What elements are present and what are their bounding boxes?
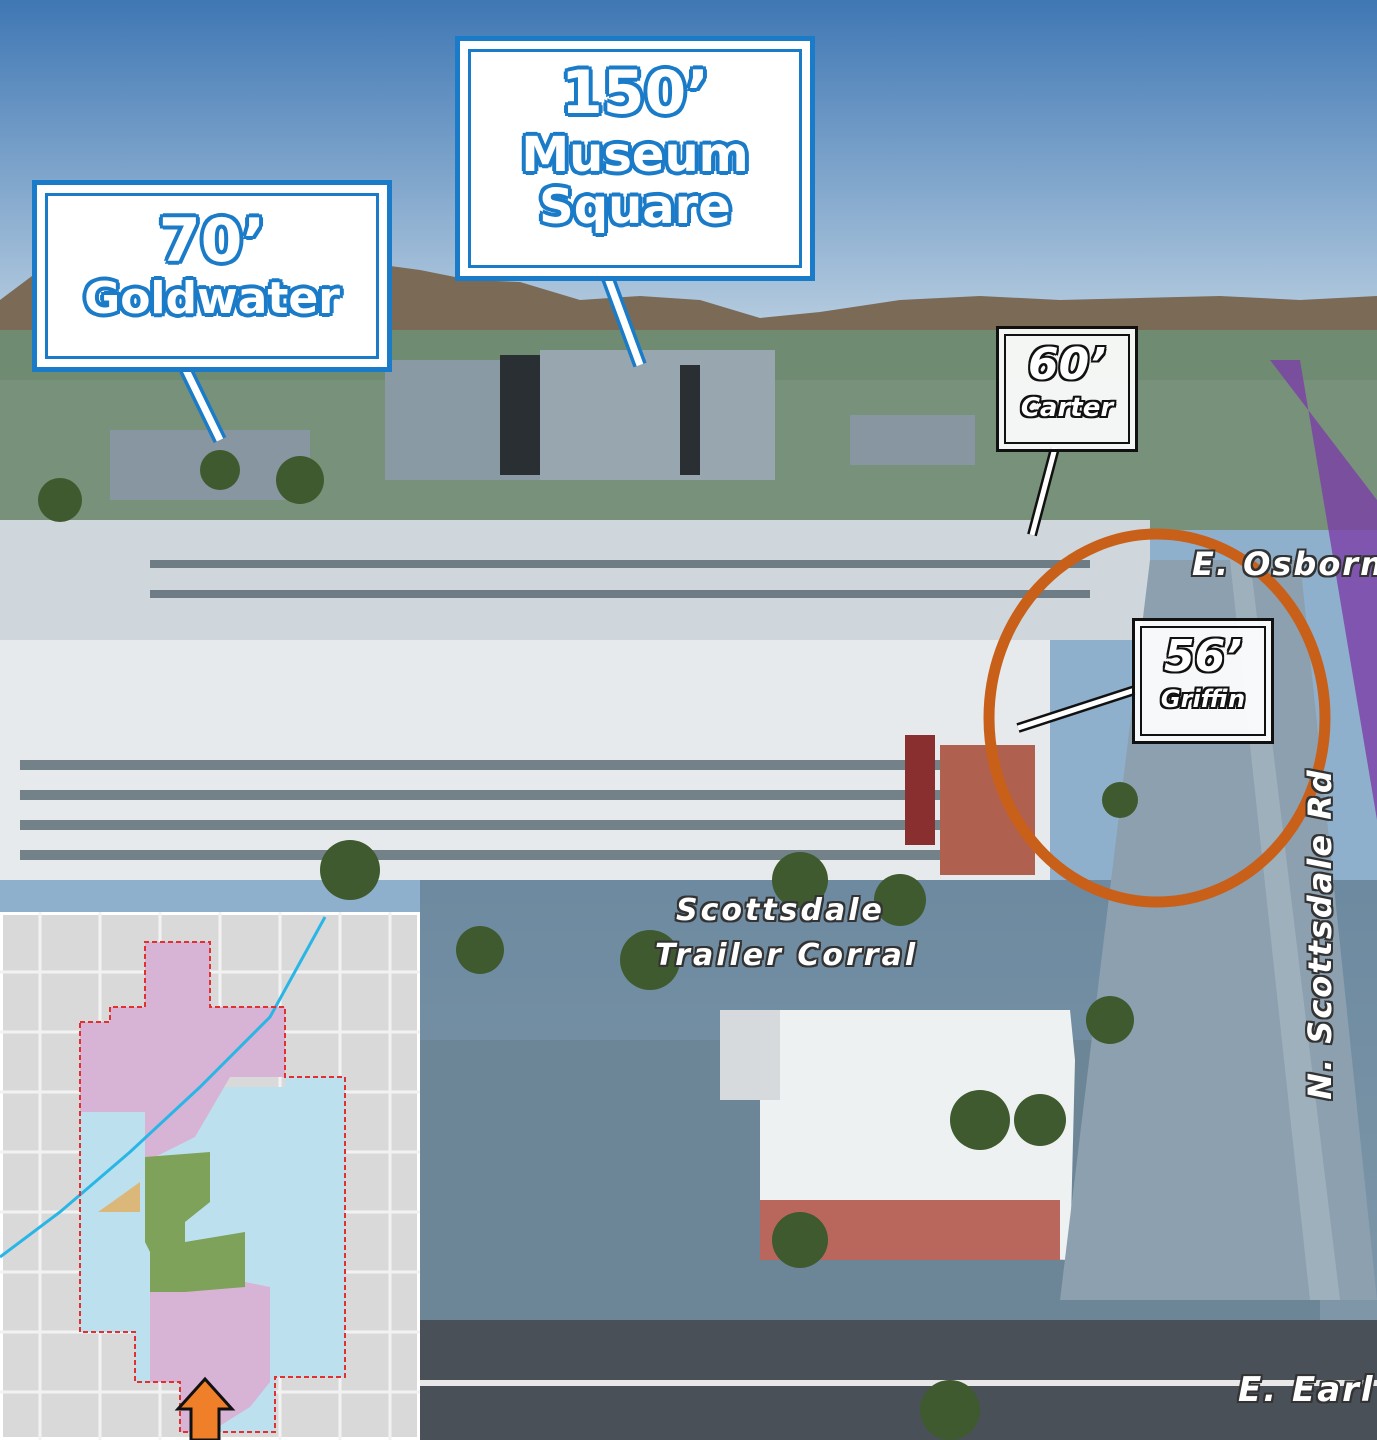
inset-boundary <box>79 941 346 1433</box>
carter-callout: 60’ Carter <box>996 326 1138 452</box>
goldwater-height: 70’ <box>158 206 266 276</box>
carter-massing <box>850 415 975 465</box>
inset-zone-tan <box>98 1182 140 1212</box>
street-label-scottsdale-rd: N. Scottsdale Rd <box>1301 768 1339 1100</box>
landmark-label-line1: Scottsdale <box>676 893 885 928</box>
inset-zone-green <box>145 1152 245 1292</box>
goldwater-name: Goldwater <box>84 273 340 324</box>
warehouse <box>760 1010 1075 1260</box>
landmark-label-line2: Trailer Corral <box>655 938 919 973</box>
museum-square-name-line1: Museum <box>521 127 749 183</box>
inset-zone-pink-south <box>150 1247 270 1432</box>
griffin-height: 56’ <box>1164 631 1242 682</box>
north-arrow-icon <box>174 1376 236 1440</box>
inset-canal <box>0 916 327 1259</box>
carter-height: 60’ <box>1028 339 1106 390</box>
highlight-circle <box>983 528 1331 908</box>
museum-square-callout: 150’ Museum Square <box>455 36 815 281</box>
inset-zone-pink-north <box>80 942 285 1162</box>
street-label-osborn: E. Osborn <box>1192 545 1377 583</box>
purple-road <box>1270 360 1377 820</box>
building-row <box>0 520 1150 640</box>
griffin-name: Griffin <box>1160 685 1246 713</box>
carter-name: Carter <box>1020 393 1114 423</box>
street-label-earl: E. Earl <box>1238 1370 1375 1410</box>
goldwater-callout: 70’ Goldwater <box>32 180 392 372</box>
griffin-callout: 56’ Griffin <box>1132 618 1274 744</box>
inset-locator-map <box>0 912 420 1440</box>
museum-square-name-line2: Square <box>539 179 731 235</box>
museum-square-height: 150’ <box>560 58 710 128</box>
